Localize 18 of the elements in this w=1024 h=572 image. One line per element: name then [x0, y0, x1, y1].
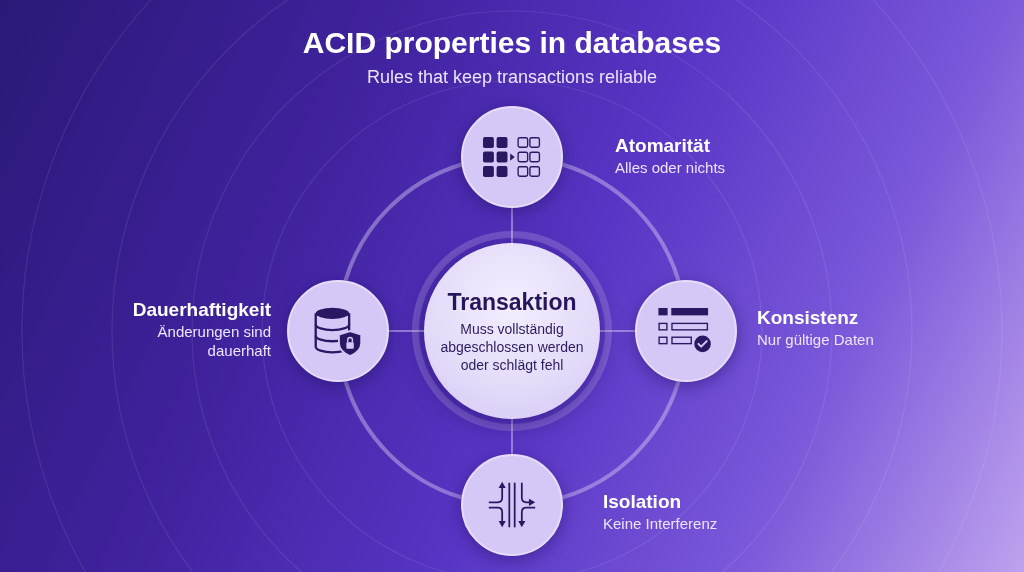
connector-line [511, 207, 513, 244]
connector-line [511, 418, 513, 455]
property-description: Nur gültige Daten [757, 329, 874, 349]
node-description: Muss vollständig abgeschlossen werden oder schlägt fehl [439, 320, 585, 374]
property-title: Isolation [603, 489, 682, 514]
node-title: Transaktion [447, 288, 577, 316]
connector-line [388, 330, 425, 332]
ring-arc [343, 380, 463, 500]
property-description: Keine Interferenz [603, 513, 718, 533]
property-title: Atomarität [615, 133, 710, 158]
property-description: Alles oder nichts [615, 157, 726, 177]
title: ACID properties in databases [302, 25, 722, 61]
property-title: Konsistenz [757, 305, 859, 330]
ring-arc [343, 162, 463, 282]
property-title: Dauerhaftigkeit [132, 298, 271, 322]
connector-line [599, 330, 636, 332]
subtitle: Rules that keep transactions reliable [366, 66, 658, 88]
property-description: Änderungen sind dauerhaft [156, 322, 271, 360]
